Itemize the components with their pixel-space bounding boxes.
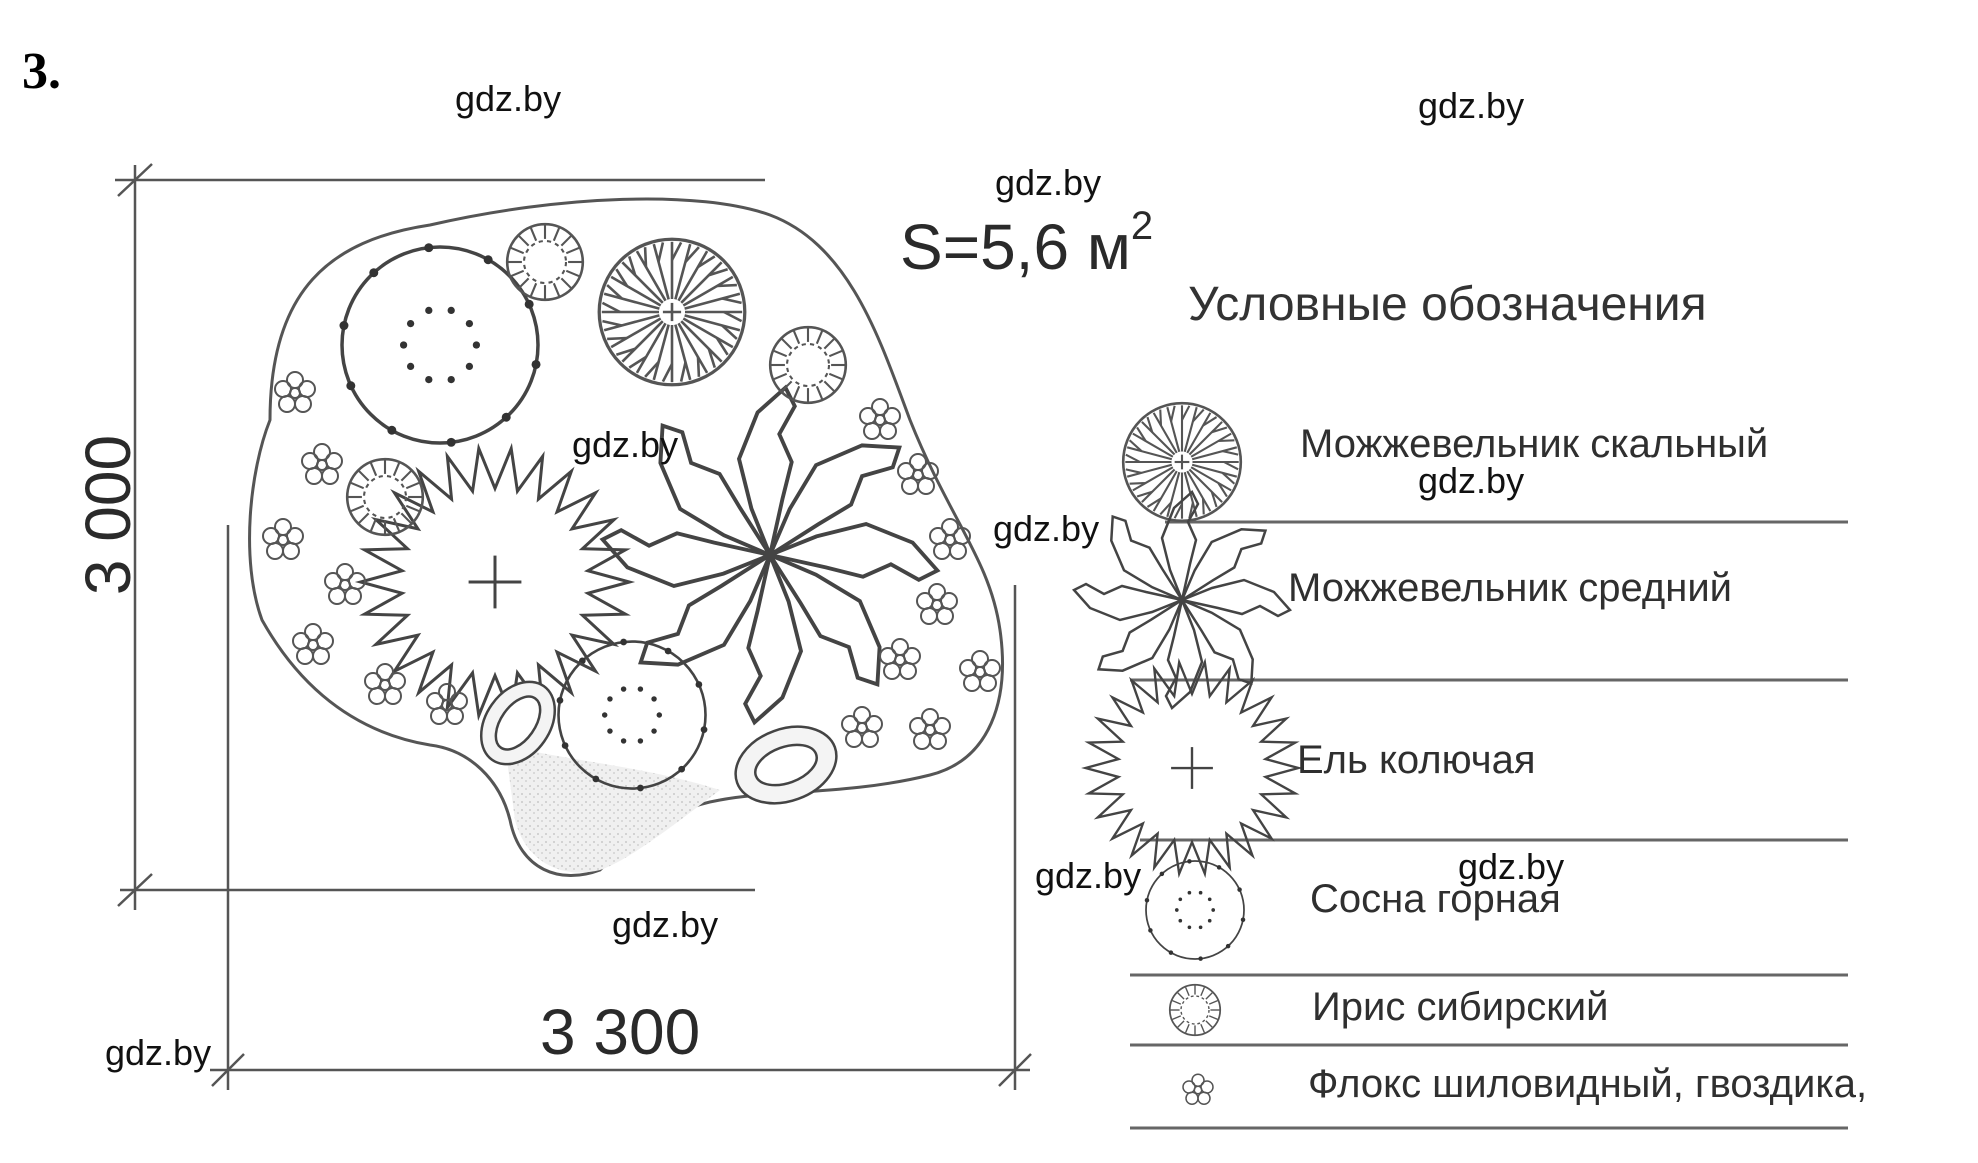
watermark: gdz.by <box>455 78 562 119</box>
phlox-icon <box>324 563 366 605</box>
legend-label: Ель колючая <box>1297 738 1536 782</box>
phlox-icon <box>929 518 971 560</box>
phlox-icon <box>916 583 958 625</box>
plan-plants <box>262 222 1001 805</box>
watermark: gdz.by <box>612 904 719 945</box>
dimension-lines <box>115 163 1032 1090</box>
legend-label: Можжевельник скальный <box>1300 422 1769 466</box>
phlox-icon <box>274 371 316 413</box>
gravel-area <box>505 745 720 873</box>
mountain-pine-icon <box>1143 858 1247 962</box>
watermark: gdz.by <box>572 424 679 465</box>
phlox-icon <box>959 650 1001 692</box>
area-exponent: 2 <box>1130 204 1154 248</box>
siberian-iris-icon <box>505 222 585 302</box>
watermark: gdz.by <box>1418 85 1525 126</box>
task-number: 3. <box>22 43 61 100</box>
tick-mark <box>211 1053 245 1087</box>
width-dimension-label: 3 300 <box>540 996 701 1068</box>
phlox-icon <box>262 518 304 560</box>
area-value: S=5,6 м <box>900 211 1131 283</box>
phlox-icon <box>841 706 883 748</box>
watermark: gdz.by <box>1035 855 1142 896</box>
height-dimension-label: 3 000 <box>72 434 144 596</box>
tick-mark <box>117 163 153 197</box>
watermark: gdz.by <box>1458 846 1565 887</box>
tick-mark <box>117 873 153 907</box>
blue-spruce-icon <box>1084 661 1300 875</box>
medium-juniper-icon <box>1072 490 1292 710</box>
legend-label: Флокс шиловидный, гвоздика, <box>1308 1062 1868 1106</box>
legend-dividers <box>1130 520 1848 1130</box>
phlox-icon <box>909 708 951 750</box>
legend-label: Сосна горная <box>1310 877 1561 921</box>
stone-icon <box>479 680 557 766</box>
legend-symbols <box>1072 401 1300 1105</box>
siberian-iris-icon <box>1168 983 1222 1037</box>
siberian-iris-icon <box>345 457 425 537</box>
tick-mark <box>998 1053 1032 1087</box>
watermark: gdz.by <box>993 508 1100 549</box>
blue-spruce-icon <box>359 447 631 717</box>
phlox-icon <box>292 623 334 665</box>
stone-icon <box>734 725 838 805</box>
area-label: S=5,6 м2 <box>900 204 1153 284</box>
phlox-icon <box>897 453 939 495</box>
rock-juniper-icon <box>1121 401 1243 523</box>
phlox-icon <box>1182 1073 1214 1105</box>
rock-juniper-icon <box>597 237 747 387</box>
phlox-icon <box>859 398 901 440</box>
phlox-icon <box>879 638 921 680</box>
legend-label: Можжевельник средний <box>1288 566 1733 610</box>
siberian-iris-icon <box>768 325 848 405</box>
watermark: gdz.by <box>1418 460 1525 501</box>
phlox-icon <box>301 443 343 485</box>
flower-bed-outline <box>248 197 1004 878</box>
legend-title: Условные обозначения <box>1188 278 1707 331</box>
legend-label: Ирис сибирский <box>1312 985 1609 1029</box>
watermark: gdz.by <box>105 1032 212 1073</box>
watermark: gdz.by <box>995 162 1102 203</box>
